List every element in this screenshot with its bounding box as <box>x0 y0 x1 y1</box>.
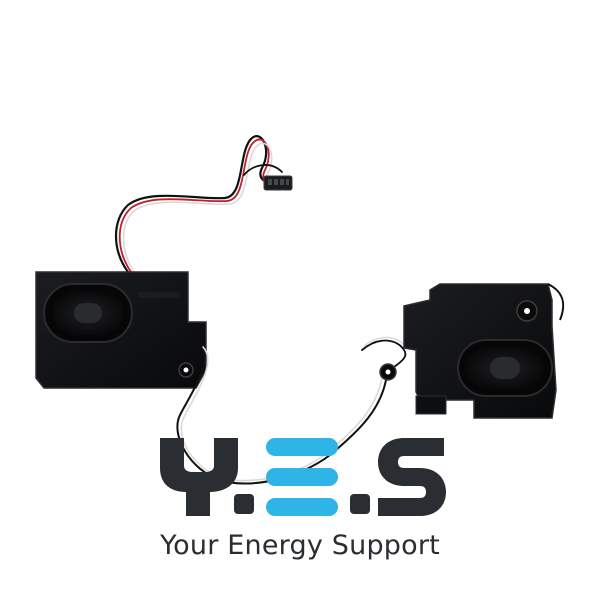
logo-letter-s <box>378 438 446 516</box>
logo-dot-1 <box>234 494 254 514</box>
left-speaker <box>35 271 207 389</box>
cable-harness <box>115 135 283 274</box>
right-speaker <box>379 283 565 419</box>
logo-letter-e <box>266 438 338 516</box>
connector-plug <box>263 175 293 191</box>
brand-tagline: Your Energy Support <box>160 530 440 561</box>
logo-dot-2 <box>350 494 370 514</box>
interconnect-wire <box>176 336 407 485</box>
yes-logo <box>160 438 446 516</box>
logo-letter-y <box>160 438 238 516</box>
